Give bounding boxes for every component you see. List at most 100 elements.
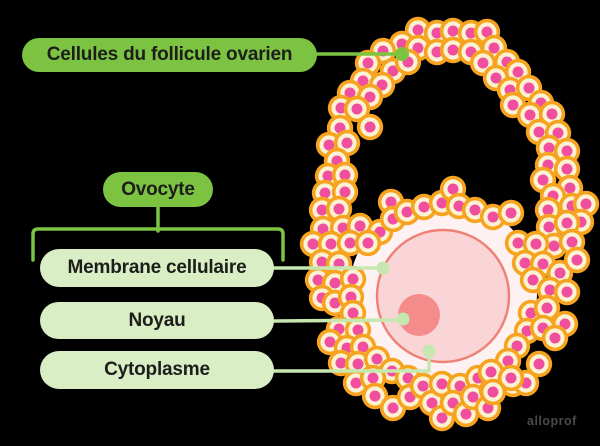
- follicle-cell-nucleus: [351, 103, 363, 115]
- follicle-cell-nucleus: [523, 82, 535, 94]
- follicle-cell-nucleus: [543, 142, 555, 154]
- follicle-cell-nucleus: [369, 390, 381, 402]
- follicle-cell-nucleus: [546, 108, 558, 120]
- follicle-cell-nucleus: [525, 307, 537, 319]
- follicle-cell-nucleus: [549, 332, 561, 344]
- follicle-cell-nucleus: [533, 126, 545, 138]
- follicle-cell-nucleus: [385, 196, 397, 208]
- follicle-cell-nucleus: [561, 145, 573, 157]
- follicle-cell-nucleus: [335, 102, 347, 114]
- follicle-cell-nucleus: [339, 186, 351, 198]
- follicle-cell-nucleus: [554, 267, 566, 279]
- follicle-cell: [522, 230, 550, 258]
- follicle-cell-nucleus: [548, 240, 560, 252]
- follicle-cell-nucleus: [387, 402, 399, 414]
- label-oocyte: Ovocyte: [103, 172, 213, 207]
- follicle-cell-nucleus: [436, 197, 448, 209]
- follicle-cell: [354, 49, 382, 77]
- follicle-cell-nucleus: [512, 237, 524, 249]
- follicle-cell-nucleus: [527, 274, 539, 286]
- follicle-cell-nucleus: [477, 57, 489, 69]
- alloprof-watermark: alloprof: [527, 414, 577, 428]
- follicle-cell-nucleus: [487, 211, 499, 223]
- label-cytoplasm: Cytoplasme: [40, 351, 274, 389]
- follicle-cell-nucleus: [412, 42, 424, 54]
- follicle-cell-nucleus: [352, 358, 364, 370]
- follicle-cell-nucleus: [467, 391, 479, 403]
- follicle-cell: [497, 199, 525, 227]
- nucleus-pointer-dot: [396, 312, 410, 326]
- follicle-cell: [354, 229, 382, 257]
- follicle-cell: [563, 246, 591, 274]
- follicle-cell-nucleus: [329, 297, 341, 309]
- follicle-cell-nucleus: [335, 357, 347, 369]
- follicle-cell-nucleus: [402, 372, 414, 384]
- follicle-cell: [497, 364, 525, 392]
- follicle-cell-nucleus: [345, 291, 357, 303]
- follicle-cell: [356, 113, 384, 141]
- oocyte-group: [349, 199, 537, 387]
- follicle-cell-nucleus: [362, 237, 374, 249]
- follicle-cell-nucleus: [482, 402, 494, 414]
- follicle-cell-nucleus: [316, 204, 328, 216]
- cytoplasm-circle: [375, 228, 511, 364]
- follicle-cell-nucleus: [357, 75, 369, 87]
- cytoplasm-pointer: [272, 350, 431, 373]
- follicle-cell: [393, 198, 421, 226]
- connector-layer: [31, 47, 436, 373]
- label-follicle-cells: Cellules du follicule ovarien: [22, 38, 317, 72]
- follicle-cell-nucleus: [431, 46, 443, 58]
- follicle-cell-nucleus: [316, 256, 328, 268]
- follicle-cell-nucleus: [564, 182, 576, 194]
- follicle-cell-nucleus: [543, 221, 555, 233]
- follicle-cell-nucleus: [347, 273, 359, 285]
- follicle-cell-nucleus: [453, 200, 465, 212]
- follicle-cell-nucleus: [319, 187, 331, 199]
- follicle-cells-pointer-dot: [395, 47, 409, 61]
- follicle-cell-nucleus: [436, 412, 448, 424]
- follicle-cell-nucleus: [325, 238, 337, 250]
- follicle-cell-nucleus: [544, 284, 556, 296]
- follicle-cell-nucleus: [469, 204, 481, 216]
- cytoplasm-pointer-dot: [422, 344, 436, 358]
- follicle-cell-nucleus: [447, 25, 459, 37]
- follicle-cell-nucleus: [580, 198, 592, 210]
- follicle-cell-nucleus: [505, 207, 517, 219]
- follicle-cell-nucleus: [519, 257, 531, 269]
- follicle-cell-nucleus: [322, 170, 334, 182]
- follicle-cell-nucleus: [559, 318, 571, 330]
- follicle-cell-nucleus: [561, 163, 573, 175]
- follicle-cell-nucleus: [352, 324, 364, 336]
- follicle-cell-nucleus: [339, 169, 351, 181]
- follicle-cell: [479, 378, 507, 406]
- follicle-cell-nucleus: [364, 121, 376, 133]
- follicle-cell-nucleus: [323, 139, 335, 151]
- follicle-cell-nucleus: [561, 217, 573, 229]
- follicle-cell-nucleus: [511, 340, 523, 352]
- label-nucleus: Noyau: [40, 302, 274, 339]
- follicle-cell-nucleus: [344, 87, 356, 99]
- follicle-cells-layer: [299, 16, 600, 432]
- follicle-cell-nucleus: [312, 274, 324, 286]
- follicle-cell-nucleus: [460, 408, 472, 420]
- follicle-cell-nucleus: [324, 336, 336, 348]
- nucleus-circle: [398, 294, 440, 336]
- membrane-pointer-dot: [376, 261, 390, 275]
- follicle-cell-nucleus: [367, 372, 379, 384]
- follicle-cell-nucleus: [490, 72, 502, 84]
- follicle-cell-nucleus: [357, 341, 369, 353]
- follicle-cell: [379, 394, 407, 422]
- follicle-cell: [541, 324, 569, 352]
- follicle-cell-nucleus: [485, 366, 497, 378]
- follicle-cell-nucleus: [447, 44, 459, 56]
- follicle-cell-nucleus: [542, 204, 554, 216]
- follicle-cell-nucleus: [571, 254, 583, 266]
- follicle-cell-nucleus: [552, 127, 564, 139]
- follicle-cell-nucleus: [344, 237, 356, 249]
- follicle-cell-nucleus: [333, 203, 345, 215]
- follicle-cell-nucleus: [507, 99, 519, 111]
- follicle-cell-nucleus: [465, 27, 477, 39]
- follicle-cell-nucleus: [488, 42, 500, 54]
